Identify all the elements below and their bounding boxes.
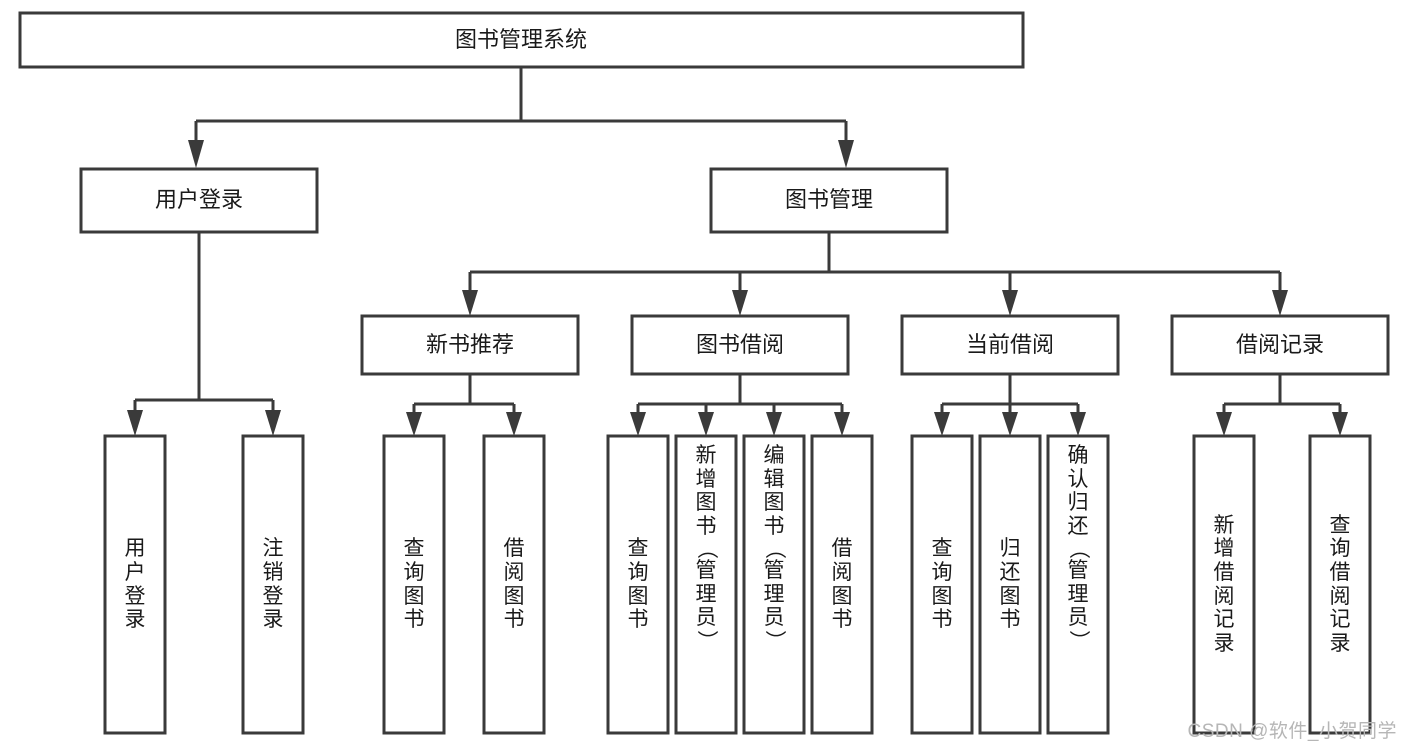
node-root[interactable]: 图书管理系统 <box>18 11 1025 69</box>
connector-book-manage-to-level3 <box>462 232 1288 316</box>
node-new-book-recommend-label: 新书推荐 <box>426 332 514 357</box>
node-root-box[interactable] <box>18 11 1025 69</box>
csdn-watermark: CSDN @软件_小贺同学 <box>1187 721 1397 742</box>
leaf-box-recommend-1[interactable] <box>482 434 546 735</box>
leaf-box-record-0[interactable] <box>1192 434 1256 735</box>
node-borrow-record[interactable]: 借阅记录 <box>1170 314 1390 376</box>
node-new-book-recommend-box[interactable] <box>360 314 580 376</box>
leaf-box-current-1[interactable] <box>978 434 1042 735</box>
leaf-box-recommend-0[interactable] <box>382 434 446 735</box>
connector-book-borrow-to-leaves <box>630 374 850 436</box>
node-user-login-box[interactable] <box>79 167 319 234</box>
node-user-login[interactable]: 用户登录 <box>79 167 319 234</box>
node-current-borrow-box[interactable] <box>900 314 1120 376</box>
leaf-box-user-login-0[interactable] <box>103 434 167 735</box>
connector-borrow-record-to-leaves <box>1216 374 1348 436</box>
leaf-box-borrow-3[interactable] <box>810 434 874 735</box>
leaf-box-borrow-1[interactable] <box>674 434 738 735</box>
arrow-to-user-login <box>188 140 204 168</box>
leaf-box-current-0[interactable] <box>910 434 974 735</box>
node-book-borrow-label: 图书借阅 <box>696 332 784 357</box>
node-user-login-label: 用户登录 <box>155 187 243 212</box>
node-new-book-recommend[interactable]: 新书推荐 <box>360 314 580 376</box>
leaf-box-user-login-1[interactable] <box>241 434 305 735</box>
arrow-to-book-manage <box>838 140 854 168</box>
connector-current-borrow-to-leaves <box>934 374 1086 436</box>
node-borrow-record-label: 借阅记录 <box>1236 332 1324 357</box>
connector-root-to-level2 <box>188 67 854 168</box>
node-book-borrow[interactable]: 图书借阅 <box>630 314 850 376</box>
connector-user-login-to-leaves <box>127 232 281 436</box>
node-book-manage[interactable]: 图书管理 <box>709 167 949 234</box>
node-root-label: 图书管理系统 <box>455 27 587 52</box>
connector-new-book-recommend-to-leaves <box>406 374 522 436</box>
node-current-borrow[interactable]: 当前借阅 <box>900 314 1120 376</box>
node-current-borrow-label: 当前借阅 <box>966 332 1054 357</box>
leaf-box-borrow-2[interactable] <box>742 434 806 735</box>
leaf-box-record-1[interactable] <box>1308 434 1372 735</box>
leaf-box-current-2[interactable] <box>1046 434 1110 735</box>
leaf-box-borrow-0[interactable] <box>606 434 670 735</box>
node-book-manage-label: 图书管理 <box>785 187 873 212</box>
